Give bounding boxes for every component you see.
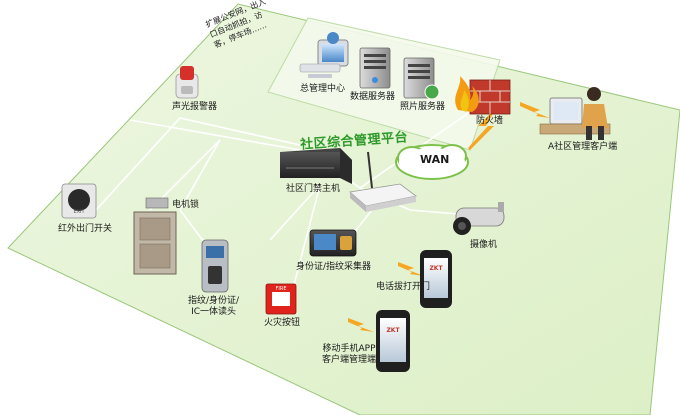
photo-server-label: 照片服务器 <box>400 102 446 112</box>
reader-label-line: IC一体读头 <box>191 307 237 317</box>
electric-lock-icon <box>133 197 177 275</box>
fingerprint-reader-icon <box>201 239 229 293</box>
camera-label: 摄像机 <box>470 240 498 250</box>
router-icon <box>349 151 417 212</box>
wan-cloud <box>395 144 469 180</box>
reader-label-line: 指纹/身份证/ <box>188 296 240 306</box>
fire-button-icon: FIRE <box>265 283 297 315</box>
photo-server-icon <box>403 57 440 100</box>
community-platform-plane <box>7 3 680 415</box>
firewall-icon <box>455 76 511 115</box>
alarm-icon <box>175 66 199 99</box>
exit-switch-icon: EXIT <box>61 183 97 219</box>
controller-icon <box>280 148 352 184</box>
phone-unlock-icon: ZKT <box>420 250 452 308</box>
fire-button-label: 火灾按钮 <box>264 318 301 328</box>
lightning-icon <box>468 108 496 150</box>
db-server-label: 数据服务器 <box>350 92 396 102</box>
lightning-icon <box>520 102 550 118</box>
mgmt-center-icon <box>299 32 349 78</box>
electric-lock-label: 电机锁 <box>172 200 200 210</box>
exit-switch-label: 红外出门开关 <box>58 224 113 234</box>
phone-brand-text: ZKT <box>386 327 400 334</box>
firewall-label: 防火墙 <box>476 116 504 126</box>
reader-label: 指纹/身份证/ IC一体读头 <box>188 296 239 318</box>
alarm-label: 声光报警器 <box>172 102 218 112</box>
phone-unlock-label: 电话拔打开门 <box>376 282 431 292</box>
mobile-app-label-line: 移动手机APP <box>322 344 376 354</box>
controller-label: 社区门禁主机 <box>286 184 341 194</box>
mobile-app-icon: ZKT <box>376 310 410 372</box>
id-collector-icon <box>309 229 357 257</box>
client-a-label: A社区管理客户端 <box>548 142 618 152</box>
lightning-icon <box>348 318 374 332</box>
exit-button-text: EXIT <box>73 209 85 215</box>
lightning-bolts <box>348 102 550 332</box>
phone-brand-text: ZKT <box>429 265 443 272</box>
mobile-app-label-line: 客户端管理端 <box>322 355 377 365</box>
mgmt-center-label: 总管理中心 <box>300 84 346 94</box>
mobile-app-label: 移动手机APP 客户端管理端 <box>322 344 376 366</box>
id-collector-label: 身份证/指纹采集器 <box>296 262 372 272</box>
camera-icon <box>453 202 505 235</box>
wan-label: WAN <box>420 153 450 166</box>
lightning-icon <box>398 262 424 276</box>
fire-sign-text: FIRE <box>276 286 287 292</box>
db-server-icon <box>359 47 391 89</box>
client-a-icon <box>539 87 611 140</box>
